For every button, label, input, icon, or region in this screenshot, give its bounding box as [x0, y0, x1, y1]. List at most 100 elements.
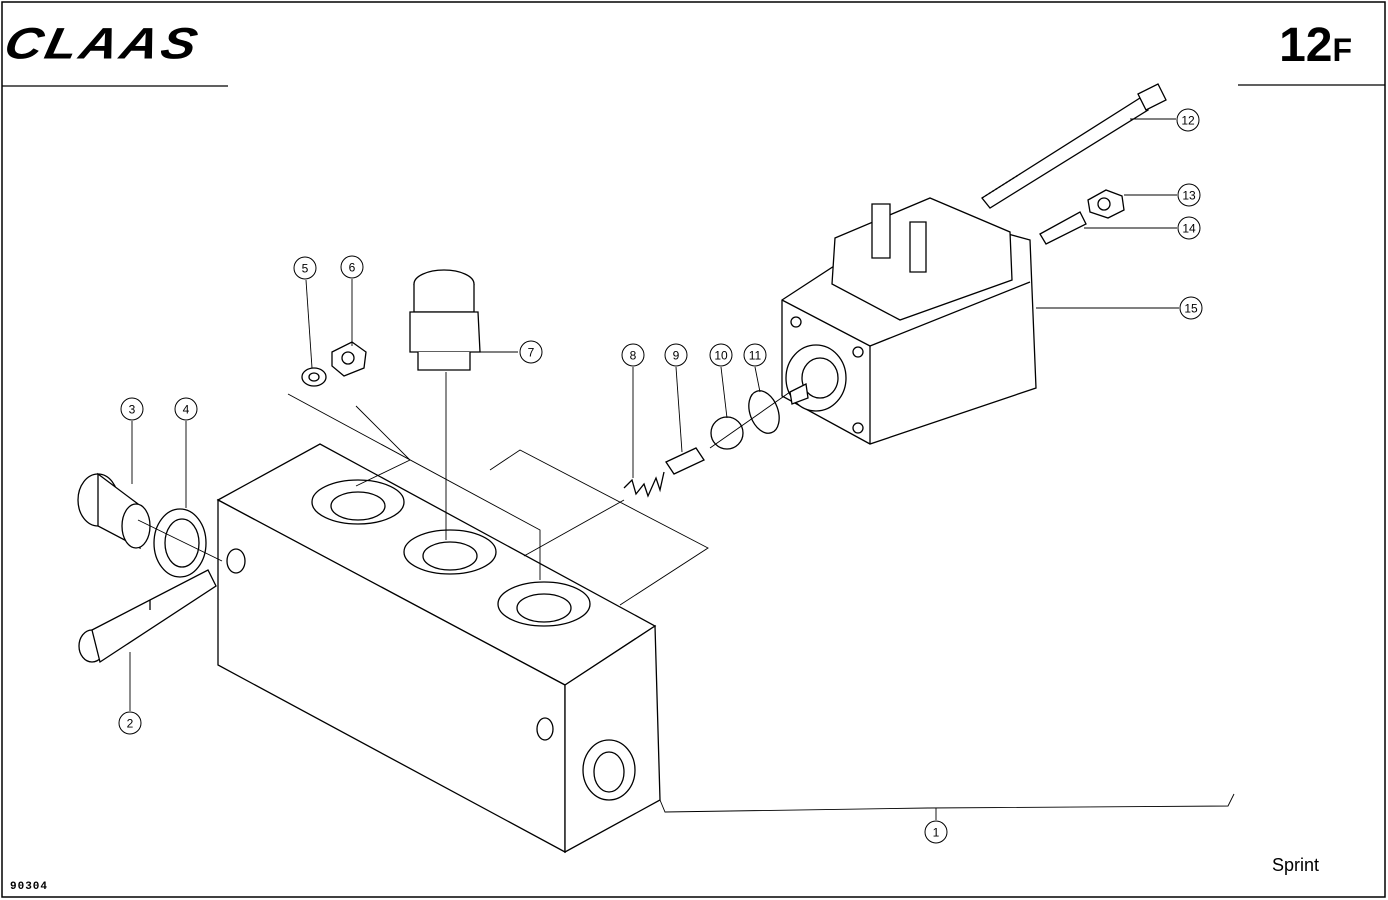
- callout-label: 9: [673, 349, 680, 363]
- leader-11: [754, 366, 761, 393]
- left-parts: [77, 472, 217, 664]
- long-bolt-head: [1137, 83, 1167, 111]
- connector-pin-1: [871, 203, 891, 259]
- top-port-2-inner: [422, 541, 478, 571]
- axis-line-8: [523, 499, 625, 557]
- callout-13: 13: [1177, 183, 1201, 207]
- callout-4: 4: [174, 397, 198, 421]
- callout-label: 2: [127, 717, 134, 731]
- callout-circle: [120, 397, 144, 421]
- callout-2: 2: [118, 711, 142, 735]
- callout-14: 14: [1177, 216, 1201, 240]
- spring-8: [623, 471, 665, 498]
- top-port-1-inner: [330, 491, 386, 521]
- end-port-inner: [593, 751, 625, 793]
- callout-circle: [1179, 296, 1203, 320]
- long-bolt-shank: [981, 97, 1149, 209]
- fitting-7-thread: [413, 284, 475, 313]
- page-number-suffix: F: [1332, 32, 1352, 68]
- nut-13-hole: [1097, 197, 1111, 211]
- drawing-number: 90304: [10, 881, 49, 893]
- axis-line-block-top: [489, 449, 709, 606]
- leader-9: [675, 366, 683, 453]
- top-parts: [301, 269, 481, 387]
- side-hole-front: [536, 717, 554, 741]
- callout-6: 6: [340, 255, 364, 279]
- callout-label: 15: [1184, 302, 1198, 316]
- pin-9: [665, 447, 705, 475]
- nut-and-stud: [1039, 189, 1125, 245]
- callout-8: 8: [621, 343, 645, 367]
- axis-line-3: [137, 519, 223, 562]
- page-number-main: 12: [1279, 19, 1333, 72]
- solenoid-plunger: [789, 383, 809, 405]
- callout-label: 10: [714, 349, 728, 363]
- callout-label: 13: [1182, 189, 1196, 203]
- long-bolt-thread: [981, 173, 1021, 199]
- solenoid-coil: [781, 197, 1037, 445]
- page-number: 12F: [1279, 22, 1352, 70]
- callout-circle: [1177, 183, 1201, 207]
- callout-circle: [1176, 108, 1200, 132]
- leader-10: [720, 366, 728, 419]
- callout-label: 6: [349, 261, 356, 275]
- callout-circle: [743, 343, 767, 367]
- callout-label: 11: [749, 349, 762, 363]
- callout-label: 14: [1182, 222, 1196, 236]
- callout-label: 5: [302, 262, 309, 276]
- callout-10: 10: [709, 343, 733, 367]
- callout-12: 12: [1176, 108, 1200, 132]
- solenoid-face-core: [801, 357, 839, 399]
- callout-circle: [293, 256, 317, 280]
- callout-label: 3: [129, 403, 136, 417]
- callout-15: 15: [1179, 296, 1203, 320]
- callout-circle: [174, 397, 198, 421]
- callout-label: 4: [183, 403, 190, 417]
- middle-parts: [623, 390, 780, 498]
- callout-label: 12: [1181, 114, 1195, 128]
- callout-circle: [621, 343, 645, 367]
- fitting-7-hex: [409, 311, 481, 353]
- callout-circle: [519, 340, 543, 364]
- side-hole-left: [226, 548, 246, 574]
- washer-5-hole: [308, 372, 320, 382]
- leader-5: [305, 279, 313, 369]
- oring-11: [748, 390, 780, 434]
- stud-14: [1039, 211, 1087, 245]
- long-bolt: [981, 83, 1167, 209]
- callout-5: 5: [293, 256, 317, 280]
- axis-line-solenoid: [709, 391, 791, 449]
- connector-pin-2: [909, 221, 927, 273]
- callout-circle: [1177, 216, 1201, 240]
- ring-4-inner: [164, 518, 200, 568]
- callout-circle: [118, 711, 142, 735]
- screw-2-shank: [91, 569, 217, 664]
- plug-3-end: [121, 503, 151, 549]
- axis-line-5: [287, 393, 541, 580]
- fitting-7-base: [417, 352, 471, 371]
- nut-6-hole: [341, 351, 355, 365]
- callout-label: 1: [933, 826, 940, 840]
- model-name: Sprint: [1272, 855, 1320, 875]
- valve-block: [216, 443, 661, 854]
- bracket-1: [659, 793, 1235, 813]
- callout-7: 7: [519, 340, 543, 364]
- top-port-3-inner: [516, 593, 572, 623]
- axis-line-6: [355, 405, 411, 487]
- callout-label: 8: [630, 349, 637, 363]
- callout-label: 7: [528, 346, 535, 360]
- callout-circle: [924, 820, 948, 844]
- mount-hole-3: [852, 422, 864, 434]
- callout-3: 3: [120, 397, 144, 421]
- mount-hole-1: [790, 316, 802, 328]
- callout-circle: [709, 343, 733, 367]
- callout-11: 11: [743, 343, 767, 367]
- mount-hole-2: [852, 346, 864, 358]
- callout-9: 9: [664, 343, 688, 367]
- leader-lines: [129, 118, 1235, 820]
- callout-circle: [664, 343, 688, 367]
